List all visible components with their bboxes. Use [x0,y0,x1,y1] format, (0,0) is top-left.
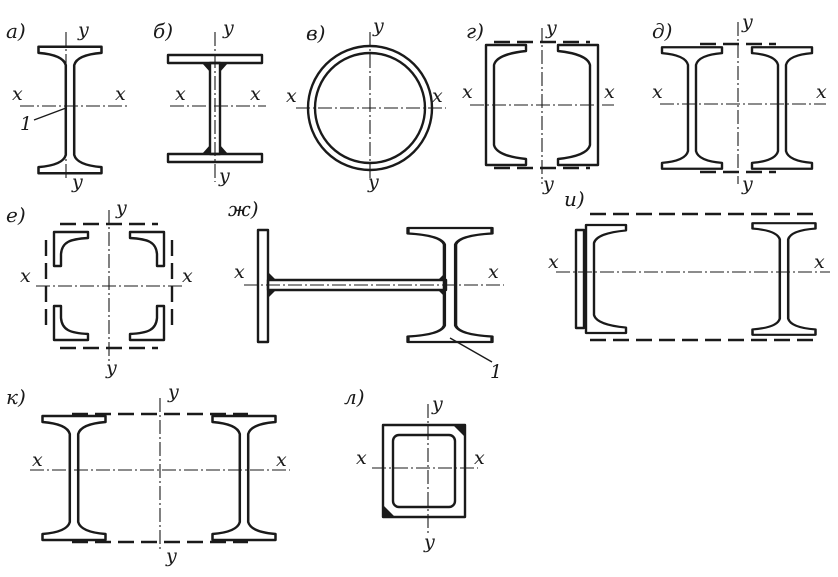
x-axis-label: x [175,83,186,105]
box-outer-wall [381,423,467,519]
panel-i-label: и) [564,187,585,211]
x-axis-label: x [276,449,287,471]
x-axis-label: x [474,447,485,469]
y-axis-label: y [431,393,443,415]
panel-g-label: г) [466,19,484,43]
callout-leader [33,107,67,121]
i-beam-section-left [660,46,724,170]
y-axis-label: y [77,19,89,41]
x-axis-label: x [115,83,126,105]
panel-d: д) x x y y [652,11,827,195]
x-axis-label: x [286,85,297,107]
x-axis-label: x [12,83,23,105]
y-axis-label: y [741,11,753,33]
panel-b: б) x x y y [153,17,266,187]
panel-e-label: е) [6,203,26,227]
y-axis-label: y [367,171,379,193]
weld-seam [383,425,465,517]
y-axis-label: y [542,173,554,195]
x-axis-label: x [32,449,43,471]
vertical-plate [256,228,270,344]
x-axis-label: x [234,261,245,283]
y-axis-label: y [105,357,117,379]
x-axis-label: x [814,251,825,273]
panel-l: л) x x y y [344,385,485,553]
y-axis-label: y [222,17,234,39]
panel-e: е) x x y y [6,197,193,379]
x-axis-label: x [488,261,499,283]
y-axis-label: y [165,545,177,567]
panel-a-label: а) [6,19,26,43]
x-axis-label: x [20,265,31,287]
x-axis-label: x [816,81,827,103]
panel-a: а) x x y y 1 [6,19,128,193]
panel-l-label: л) [344,385,365,409]
y-axis-label: y [218,165,230,187]
angle-section-tl [52,230,90,268]
y-axis-label: y [71,171,83,193]
y-axis-label: y [115,197,127,219]
y-axis-label: y [423,531,435,553]
channel-section [584,223,628,335]
i-beam-section-right [750,46,814,170]
x-axis-label: x [652,81,663,103]
y-axis-label: y [545,17,557,39]
panel-v-label: в) [306,21,325,45]
angle-section-bl [52,304,90,342]
i-beam-section-left [41,414,107,542]
panel-k: к) x x y y [6,381,290,567]
panel-b-label: б) [153,19,173,43]
x-axis-label: x [432,85,443,107]
panel-zh: ж) x x 1 [228,197,504,383]
callout-leader [449,337,493,363]
angle-section-tr [128,230,166,268]
angle-section-br [128,304,166,342]
i-beam-section [37,45,103,175]
panel-g: г) x x y y [462,17,615,195]
panel-v: в) x x y y [286,15,446,193]
y-axis-label: y [741,173,753,195]
x-axis-label: x [604,81,615,103]
callout-number: 1 [490,361,502,383]
y-axis-label: y [167,381,179,403]
callout-number: 1 [20,113,32,135]
x-axis-label: x [462,81,473,103]
panel-zh-label: ж) [228,197,259,221]
i-beam-section-right [211,414,277,542]
panel-d-label: д) [652,19,672,43]
panel-i: и) x x [548,187,830,342]
i-beam-section [751,221,817,337]
box-inner-wall [391,433,457,509]
x-axis-label: x [356,447,367,469]
side-plate [574,228,586,330]
panel-k-label: к) [6,385,26,409]
x-axis-label: x [182,265,193,287]
x-axis-label: x [548,251,559,273]
x-axis-label: x [250,83,261,105]
y-axis-label: y [372,15,384,37]
